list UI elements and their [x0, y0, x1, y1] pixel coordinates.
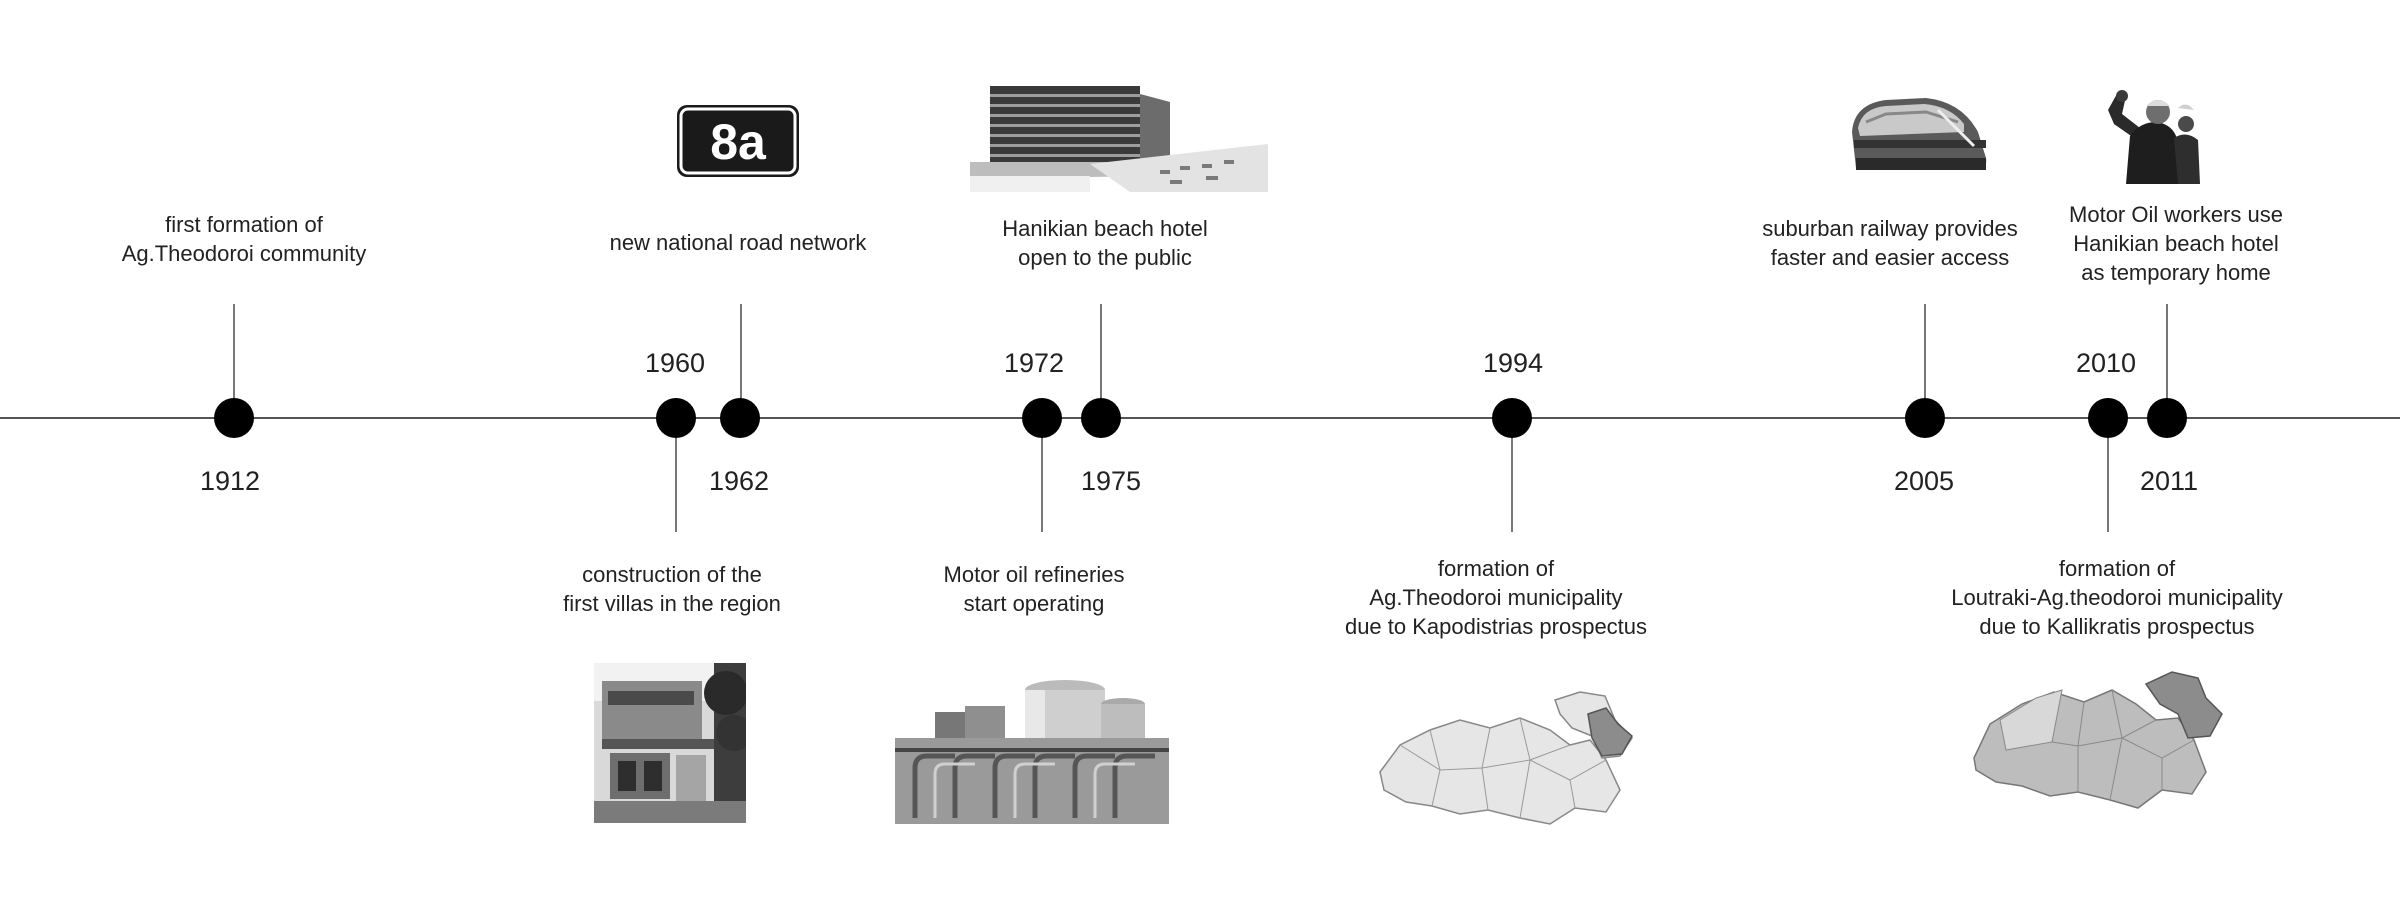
event-label-1972: Motor oil refineries start operating	[943, 562, 1125, 616]
municipality-map-icon	[1370, 690, 1642, 830]
event-label-2005: suburban railway provides faster and eas…	[1762, 216, 2018, 270]
event-label-1994: formation of Ag.Theodoroi municipality d…	[1344, 556, 1648, 639]
stem-1912	[233, 304, 235, 418]
timeline-axis	[0, 417, 2400, 419]
road-sign-icon: 8a	[676, 104, 800, 178]
year-label-2005: 2005	[1893, 466, 1955, 496]
stem-1960	[675, 418, 677, 532]
event-dot-2011[interactable]	[2147, 398, 2187, 438]
workers-photo-icon	[2100, 88, 2202, 184]
stem-1975	[1100, 304, 1102, 418]
stem-2005	[1924, 304, 1926, 418]
stem-1994	[1511, 418, 1513, 532]
municipality-map-2010-icon	[1966, 662, 2228, 814]
year-label-1960: 1960	[644, 348, 706, 378]
event-label-1962: new national road network	[609, 230, 867, 255]
year-label-1975: 1975	[1080, 466, 1142, 496]
event-dot-1962[interactable]	[720, 398, 760, 438]
event-label-2010: formation of Loutraki-Ag.theodoroi munic…	[1951, 556, 2283, 639]
event-label-1960: construction of the first villas in the …	[563, 562, 781, 616]
year-label-1972: 1972	[1003, 348, 1065, 378]
event-dot-1975[interactable]	[1081, 398, 1121, 438]
stem-2010	[2107, 418, 2109, 532]
refinery-photo-icon	[895, 668, 1169, 824]
event-dot-1972[interactable]	[1022, 398, 1062, 438]
event-label-1912: first formation of Ag.Theodoroi communit…	[121, 212, 367, 266]
hotel-photo-icon	[970, 84, 1268, 192]
event-label-2011: Motor Oil workers use Hanikian beach hot…	[2069, 202, 2283, 285]
year-label-2010: 2010	[2075, 348, 2137, 378]
event-dot-1994[interactable]	[1492, 398, 1532, 438]
event-dot-2005[interactable]	[1905, 398, 1945, 438]
year-label-1962: 1962	[708, 466, 770, 496]
stem-1972	[1041, 418, 1043, 532]
year-label-2011: 2011	[2139, 466, 2199, 496]
stem-2011	[2166, 304, 2168, 418]
event-dot-1912[interactable]	[214, 398, 254, 438]
event-dot-2010[interactable]	[2088, 398, 2128, 438]
road-sign-text: 8a	[710, 114, 767, 170]
year-label-1994: 1994	[1482, 348, 1544, 378]
event-label-1975: Hanikian beach hotel open to the public	[1002, 216, 1208, 270]
stem-1962	[740, 304, 742, 418]
year-label-1912: 1912	[199, 466, 261, 496]
villa-photo-icon	[594, 663, 752, 823]
event-dot-1960[interactable]	[656, 398, 696, 438]
train-photo-icon	[1846, 92, 1992, 174]
